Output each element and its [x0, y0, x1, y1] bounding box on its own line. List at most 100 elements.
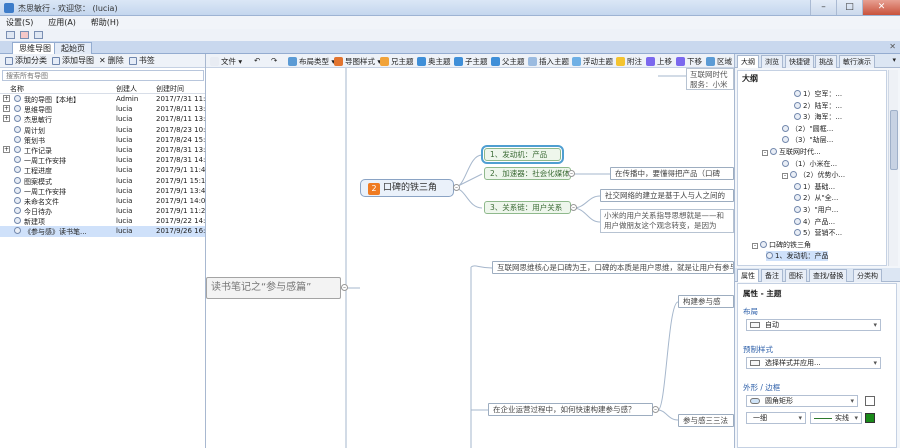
- menu-apps[interactable]: 应用(A): [48, 18, 76, 27]
- main-topic-word-of-mouth[interactable]: 2 口碑的铁三角: [360, 179, 454, 197]
- border-color-swatch[interactable]: [865, 413, 875, 423]
- tools-icon[interactable]: [6, 31, 15, 39]
- outline-item[interactable]: 2）从"全...: [794, 193, 838, 203]
- canvas-tool-5[interactable]: 兄主题: [380, 56, 414, 67]
- collapse-branch3-toggle[interactable]: –: [570, 204, 577, 211]
- tab-browse[interactable]: 浏览: [761, 55, 783, 68]
- node-build-participation[interactable]: 构建参与感: [678, 295, 734, 308]
- expand-icon[interactable]: +: [3, 95, 10, 102]
- outline-item[interactable]: 1、发动机：产品: [766, 251, 829, 262]
- outline-item[interactable]: 3）海军：...: [794, 112, 842, 122]
- node-build-participation-question[interactable]: 在企业运营过程中，如何快速构建参与感？: [488, 403, 653, 416]
- menu-settings[interactable]: 设置(S): [6, 18, 34, 27]
- column-created-time[interactable]: 创建时间: [156, 85, 184, 93]
- branch-engine-product[interactable]: 1、发动机：产品: [481, 145, 564, 164]
- tab-icons[interactable]: 图标: [785, 269, 807, 282]
- canvas-tool-3[interactable]: 布局类型 ▾: [288, 56, 335, 67]
- outline-item[interactable]: （1）小米在...: [782, 159, 837, 169]
- outline-scrollbar[interactable]: [888, 70, 898, 266]
- maximize-button[interactable]: □: [836, 0, 862, 15]
- menu-help[interactable]: 帮助(H): [90, 18, 120, 27]
- canvas-tool-6[interactable]: 奥主题: [417, 56, 451, 67]
- tab-category[interactable]: 分类构: [853, 269, 882, 282]
- tab-start-page[interactable]: 起始页: [54, 42, 92, 54]
- canvas-tool-4[interactable]: 导图样式 ▾: [334, 56, 381, 67]
- note-social-network[interactable]: 社交网络的建立是基于人与人之间的: [600, 189, 734, 202]
- expand-icon[interactable]: +: [3, 145, 10, 153]
- outline-item[interactable]: 4）产品...: [794, 217, 835, 227]
- canvas-tool-1[interactable]: ↶: [254, 56, 260, 65]
- tab-mindmap[interactable]: 思维导图: [12, 42, 58, 54]
- canvas-tool-9[interactable]: 插入主题: [528, 56, 569, 67]
- outline-item[interactable]: –互联网时代...: [762, 147, 821, 157]
- add-category-button[interactable]: 添加分类: [5, 55, 47, 66]
- line-style-select[interactable]: 实线: [810, 412, 862, 424]
- branch-accelerator-social-media[interactable]: 2、加速器：社会化媒体: [484, 167, 571, 180]
- minimize-button[interactable]: –: [810, 0, 836, 15]
- bookmark-button[interactable]: 书签: [128, 55, 155, 66]
- outline-item[interactable]: 1）空军：...: [794, 89, 842, 99]
- expand-icon[interactable]: +: [3, 105, 10, 113]
- branch-relation-user[interactable]: 3、关系链：用户关系: [484, 201, 571, 214]
- tab-find-replace[interactable]: 查找/替换: [809, 269, 848, 282]
- note-spread-product[interactable]: 在传播中，要懂得把产品（口碑: [610, 167, 734, 180]
- collapse-main-toggle[interactable]: –: [453, 184, 460, 191]
- map-search-input[interactable]: [2, 70, 204, 81]
- canvas-tool-2[interactable]: ↷: [271, 56, 277, 65]
- tab-presentation[interactable]: 敏行演示: [839, 55, 875, 68]
- node-core-word-of-mouth[interactable]: 互联网思维核心是口碑为王，口碑的本质是用户思维，就是让用户有参与: [492, 261, 734, 274]
- canvas-tool-12[interactable]: 上移: [646, 56, 672, 67]
- outline-item[interactable]: 3）"用户...: [794, 205, 838, 215]
- canvas-tool-10[interactable]: 浮动主题: [572, 56, 613, 67]
- line-width-select[interactable]: 一细: [746, 412, 806, 424]
- tab-notes[interactable]: 备注: [761, 269, 783, 282]
- document-icon[interactable]: [34, 31, 43, 39]
- node-internet-era[interactable]: 互联网时代 服务：小米: [686, 68, 734, 90]
- tab-shortcuts[interactable]: 快捷键: [785, 55, 814, 68]
- mindmap-canvas[interactable]: 文件 ▾↶↷布局类型 ▾导图样式 ▾兄主题奥主题子主题父主题插入主题浮动主题附注…: [206, 54, 734, 448]
- outline-item[interactable]: –（2）优势小...: [782, 170, 845, 180]
- collapse-q-toggle[interactable]: –: [652, 406, 659, 413]
- close-tab-icon[interactable]: ✕: [889, 42, 896, 51]
- outline-expand-icon[interactable]: –: [752, 242, 758, 249]
- close-button[interactable]: ✕: [862, 0, 900, 15]
- add-map-button[interactable]: 添加导图: [52, 55, 94, 66]
- outline-item[interactable]: （2）"圆框...: [782, 124, 833, 134]
- outline-expand-icon[interactable]: –: [762, 150, 768, 156]
- note-xiaomi-user-relation[interactable]: 小米的用户关系指导思想就是——和用户做朋友这个观念转变，是因为: [600, 209, 734, 233]
- outline-item[interactable]: 5）营销不...: [794, 228, 842, 238]
- tab-properties[interactable]: 属性: [737, 269, 759, 282]
- outline-expand-icon[interactable]: –: [782, 173, 788, 180]
- node-three-three-method[interactable]: 参与感三三法: [678, 414, 734, 427]
- outline-scroll-thumb[interactable]: [890, 110, 898, 170]
- layout-select[interactable]: 自动: [746, 319, 881, 331]
- root-topic[interactable]: 读书笔记之“参与感篇”: [206, 277, 341, 299]
- column-creator[interactable]: 创建人: [116, 85, 137, 93]
- column-name[interactable]: 名称: [10, 85, 24, 93]
- chart-icon[interactable]: [20, 31, 29, 39]
- outline-item[interactable]: 1）基础...: [794, 182, 835, 192]
- tab-outline[interactable]: 大纲: [737, 55, 759, 68]
- canvas-tool-13[interactable]: 下移: [676, 56, 702, 67]
- preset-style-select[interactable]: 选择样式并应用...: [746, 357, 881, 369]
- fill-color-swatch[interactable]: [865, 396, 875, 406]
- collapse-root-toggle[interactable]: –: [341, 284, 348, 291]
- shape-select[interactable]: 圆角矩形: [746, 395, 858, 407]
- outline-item[interactable]: （3）"劫层...: [782, 135, 833, 145]
- outline-item[interactable]: –口碑的铁三角: [752, 240, 811, 250]
- pin-icon[interactable]: ▾: [892, 56, 896, 64]
- outline-item[interactable]: 2）陆军：...: [794, 101, 842, 111]
- canvas-tool-8[interactable]: 父主题: [491, 56, 525, 67]
- delete-button[interactable]: ✕删除: [99, 56, 124, 65]
